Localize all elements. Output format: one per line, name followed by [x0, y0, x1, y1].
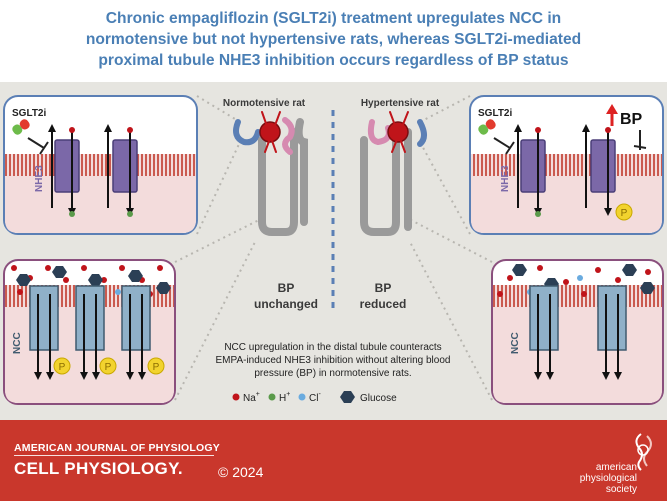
svg-text:P: P	[105, 362, 112, 373]
pill-icon	[12, 119, 30, 135]
journal-footer: AMERICAN JOURNAL OF PHYSIOLOGY CELL PHYS…	[0, 420, 667, 501]
proton-dot-icon	[268, 393, 276, 401]
ncc-label: NCC	[510, 332, 521, 354]
legend-glucose: Glucose	[360, 393, 397, 404]
svg-text:P: P	[153, 362, 160, 373]
inhibition-arrow-icon	[633, 130, 647, 150]
nhe3-transporter	[112, 139, 138, 193]
svg-text:P: P	[621, 208, 628, 219]
inhibition-arrow-icon	[493, 137, 515, 155]
sodium-dot-icon	[127, 127, 133, 133]
nhe3-panel-normotensive: SGLT2i NHE3	[3, 95, 198, 235]
phosphate-icon: P	[53, 357, 71, 375]
nhe3-panel-hypertensive: SGLT2i BP	[469, 95, 664, 235]
phosphate-icon: P	[99, 357, 117, 375]
title-line-2: normotensive but not hypertensive rats, …	[85, 31, 582, 48]
bp-reduced-label-2: reduced	[360, 297, 407, 311]
legend-h: H+	[279, 391, 290, 404]
sglt2i-label: SGLT2i	[12, 108, 46, 119]
sodium-dot-icon	[69, 127, 75, 133]
caption-line-1: NCC upregulation in the distal tubule co…	[224, 342, 441, 353]
proton-dot-icon	[535, 211, 541, 217]
glucose-hexagon-icon	[340, 391, 355, 403]
title-line-1: Chronic empagliflozin (SGLT2i) treatment…	[105, 10, 562, 27]
nhe3-transporter	[590, 139, 616, 193]
inhibition-arrow-icon	[27, 137, 49, 155]
footer-divider	[14, 455, 214, 456]
legend-cl: Cl-	[309, 391, 321, 404]
aps-logo-icon	[635, 433, 652, 471]
ncc-transporter	[29, 285, 59, 351]
ion-legend: Na+ H+ Cl- Glucose	[232, 391, 397, 404]
ncc-transporter	[529, 285, 559, 351]
proton-dot-icon	[127, 211, 133, 217]
ncc-transporter	[597, 285, 627, 351]
phosphate-icon: P	[147, 357, 165, 375]
kidney-icon	[360, 111, 427, 236]
sglt2i-label: SGLT2i	[478, 108, 512, 119]
normotensive-label: Normotensive rat	[223, 98, 306, 109]
caption-line-2: EMPA-induced NHE3 inhibition without alt…	[216, 355, 451, 366]
ncc-transporter	[75, 285, 105, 351]
legend-na: Na+	[243, 391, 260, 404]
nhe3-transporter	[520, 139, 546, 193]
publisher-line-3: society	[605, 484, 637, 495]
ncc-panel-normotensive: P P P NCC	[3, 259, 176, 405]
connector-lines	[174, 95, 493, 401]
pill-icon	[478, 119, 496, 135]
kidney-icon	[233, 111, 308, 236]
nhe3-label: NHE3	[500, 165, 511, 192]
nhe3-label: NHE3	[34, 165, 45, 192]
bp-reduced-label-1: BP	[375, 281, 392, 295]
sodium-dot-icon	[232, 393, 240, 401]
sodium-dot-icon	[535, 127, 541, 133]
nhe3-transporter	[54, 139, 80, 193]
abstract-title: Chronic empagliflozin (SGLT2i) treatment…	[10, 8, 657, 71]
chloride-dot-icon	[298, 393, 306, 401]
journal-name-line-1: AMERICAN JOURNAL OF PHYSIOLOGY	[14, 442, 220, 454]
publisher-line-2: physiological	[579, 473, 637, 484]
journal-name-line-2: CELL PHYSIOLOGY.	[14, 459, 183, 478]
ncc-label: NCC	[12, 332, 23, 354]
proton-dot-icon	[69, 211, 75, 217]
sodium-dot-icon	[605, 127, 611, 133]
svg-text:P: P	[59, 362, 66, 373]
bp-unchanged-label-1: BP	[278, 281, 295, 295]
ncc-transporter	[121, 285, 151, 351]
caption-line-3: pressure (BP) in normotensive rats.	[254, 368, 411, 379]
up-arrow-icon	[606, 104, 618, 126]
publisher-line-1: american	[595, 462, 637, 473]
ncc-panel-hypertensive: NCC	[491, 259, 664, 405]
figure-canvas: Normotensive rat Hypertensive rat BP unc…	[3, 95, 664, 405]
title-line-3: proximal tubule NHE3 inhibition occurs r…	[98, 52, 569, 69]
copyright-year: © 2024	[218, 464, 264, 480]
bp-badge: BP	[620, 111, 643, 128]
bp-unchanged-label-2: unchanged	[254, 297, 318, 311]
phosphate-icon: P	[615, 203, 633, 221]
hypertensive-label: Hypertensive rat	[361, 98, 440, 109]
